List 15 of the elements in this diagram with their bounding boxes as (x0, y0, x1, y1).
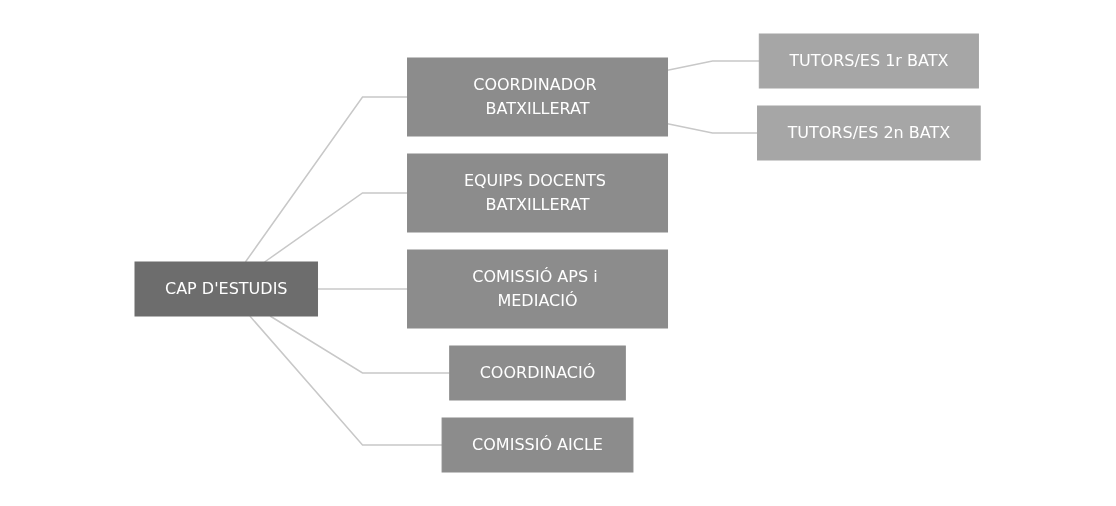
connector (249, 315, 444, 446)
node-box: EQUIPS DOCENTS BATXILLERAT (407, 153, 669, 233)
node-box: COORDINACIÓ (449, 345, 627, 401)
node-box: COMISSIÓ APS i MEDIACIÓ (407, 249, 669, 329)
connector (667, 123, 759, 134)
node-box: TUTORS/ES 2n BATX (757, 105, 982, 161)
node-box: CAP D'ESTUDIS (134, 261, 319, 317)
connector (264, 192, 409, 263)
connector (245, 96, 409, 263)
connector (667, 60, 761, 71)
connector (317, 288, 409, 290)
node-box: COMISSIÓ AICLE (442, 417, 634, 473)
node-box: TUTORS/ES 1r BATX (759, 33, 980, 89)
node-box: COORDINADOR BATXILLERAT (407, 57, 669, 137)
connector (269, 315, 451, 374)
